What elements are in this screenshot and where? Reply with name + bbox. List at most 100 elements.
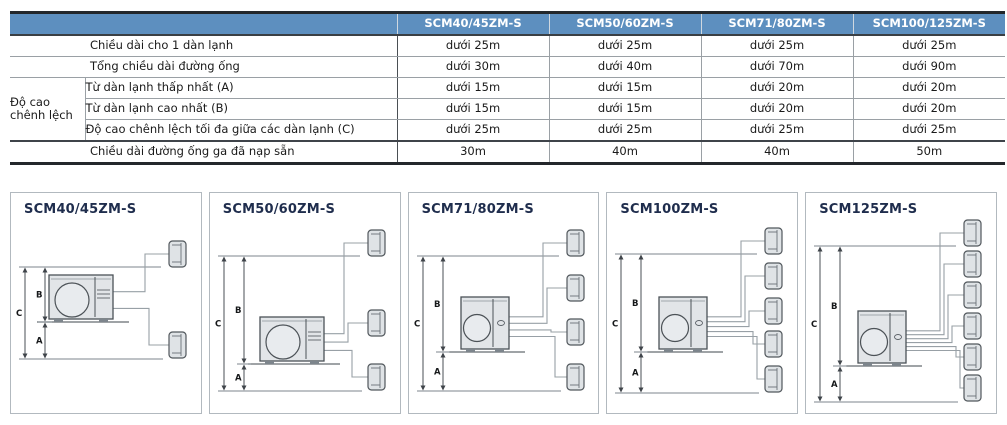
piping-diagram: C B A bbox=[811, 219, 982, 403]
row-label: Chiều dài cho 1 dàn lạnh bbox=[10, 35, 397, 57]
outdoor-unit-icon bbox=[48, 274, 114, 322]
spec-value: dưới 40m bbox=[548, 56, 701, 78]
pipe-line bbox=[113, 253, 169, 293]
dimension-label: C bbox=[215, 320, 221, 330]
dimension-label: B bbox=[434, 300, 440, 310]
indoor-unit-icon bbox=[367, 363, 386, 391]
dimension-label: A bbox=[434, 368, 441, 378]
pipe-line bbox=[707, 240, 766, 318]
dimension-label: A bbox=[831, 380, 838, 390]
outdoor-unit-icon bbox=[459, 296, 510, 352]
spec-value: dưới 30m bbox=[396, 56, 549, 78]
diagram-panel-3: SCM71/80ZM-S C B A bbox=[407, 192, 600, 414]
spec-value: 40m bbox=[548, 140, 701, 165]
pipe-line bbox=[906, 294, 965, 340]
dimension-label: C bbox=[811, 320, 817, 330]
row-label: Chiều dài đường ống ga đã nạp sẵn bbox=[10, 140, 397, 165]
piping-diagram: C B A bbox=[16, 240, 187, 360]
diagram-title: SCM71/80ZM-S bbox=[421, 202, 534, 217]
spec-value: dưới 15m bbox=[548, 98, 701, 120]
spec-value: dưới 90m bbox=[852, 56, 1005, 78]
indoor-unit-icon bbox=[565, 229, 585, 257]
pipe-line bbox=[508, 335, 567, 378]
pipe-line bbox=[113, 307, 169, 346]
indoor-unit-icon bbox=[367, 229, 386, 257]
outdoor-unit-icon bbox=[658, 296, 709, 352]
column-header: SCM71/80ZM-S bbox=[700, 11, 853, 36]
indoor-unit-icon bbox=[565, 363, 585, 391]
indoor-unit-icon bbox=[963, 312, 982, 340]
dimension-label: C bbox=[414, 320, 420, 330]
indoor-unit-icon bbox=[764, 365, 783, 393]
diagram-title: SCM125ZM-S bbox=[819, 202, 918, 217]
pipe-line bbox=[906, 232, 965, 332]
spec-value: dưới 20m bbox=[700, 77, 853, 99]
indoor-unit-icon bbox=[963, 250, 982, 278]
spec-value: dưới 25m bbox=[852, 119, 1005, 142]
spec-value: dưới 25m bbox=[700, 119, 853, 142]
pipe-line bbox=[707, 335, 766, 380]
pipe-line bbox=[508, 287, 567, 324]
pipe-line bbox=[323, 242, 368, 335]
dimension-label: B bbox=[632, 299, 638, 309]
spec-value: dưới 15m bbox=[548, 77, 701, 99]
group-label: Độ cao chênh lệch bbox=[10, 77, 86, 142]
pipe-line bbox=[508, 242, 567, 318]
piping-diagram: CBA bbox=[612, 227, 783, 394]
dimension-label: B bbox=[831, 302, 837, 312]
pipe-line bbox=[906, 325, 965, 344]
pipe-line bbox=[707, 331, 766, 345]
spec-value: dưới 20m bbox=[852, 77, 1005, 99]
spec-value: 30m bbox=[396, 140, 549, 165]
column-header: SCM100/125ZM-S bbox=[852, 11, 1005, 36]
pipe-line bbox=[323, 322, 368, 343]
spec-value: 50m bbox=[852, 140, 1005, 165]
pipe-line bbox=[906, 263, 965, 336]
pipe-line bbox=[323, 349, 368, 378]
spec-value: dưới 15m bbox=[396, 98, 549, 120]
spec-value: dưới 25m bbox=[396, 119, 549, 142]
pipe-line bbox=[508, 329, 567, 333]
column-header: SCM40/45ZM-S bbox=[396, 11, 549, 36]
indoor-unit-icon bbox=[764, 262, 783, 290]
dimension-label: C bbox=[612, 320, 618, 330]
dimension-label: B bbox=[36, 291, 42, 301]
table-row: Độ cao chênh lệch tối đa giữa các dàn lạ… bbox=[10, 119, 1005, 142]
piping-diagram: C B A bbox=[414, 229, 585, 392]
spec-value: dưới 25m bbox=[700, 35, 853, 57]
indoor-unit-icon bbox=[367, 309, 386, 337]
dimension-label: C bbox=[16, 309, 22, 319]
spec-value: dưới 20m bbox=[700, 98, 853, 120]
dimension-label: A bbox=[36, 337, 43, 347]
indoor-unit-icon bbox=[963, 374, 982, 402]
spec-value: dưới 25m bbox=[548, 35, 701, 57]
diagram-panel-5: SCM125ZM-S C B A bbox=[805, 192, 997, 414]
indoor-unit-icon bbox=[168, 240, 187, 268]
row-label: Độ cao chênh lệch tối đa giữa các dàn lạ… bbox=[85, 119, 397, 142]
diagram-title: SCM40/45ZM-S bbox=[24, 202, 137, 217]
spec-value: dưới 70m bbox=[700, 56, 853, 78]
diagram-title: SCM50/60ZM-S bbox=[222, 202, 336, 217]
row-label: Tổng chiều dài đường ống bbox=[10, 56, 397, 78]
indoor-unit-icon bbox=[963, 343, 982, 371]
indoor-unit-icon bbox=[764, 330, 783, 358]
indoor-unit-icon bbox=[963, 219, 982, 247]
row-label: Từ dàn lạnh thấp nhất (A) bbox=[85, 77, 397, 99]
dimension-label: A bbox=[235, 374, 242, 384]
column-header: SCM50/60ZM-S bbox=[548, 11, 701, 36]
diagram-title: SCM100ZM-S bbox=[620, 202, 719, 217]
diagram-panel-1: SCM40/45ZM-S C B A bbox=[10, 192, 202, 414]
spec-value: dưới 15m bbox=[396, 77, 549, 99]
pipe-line bbox=[707, 275, 766, 323]
